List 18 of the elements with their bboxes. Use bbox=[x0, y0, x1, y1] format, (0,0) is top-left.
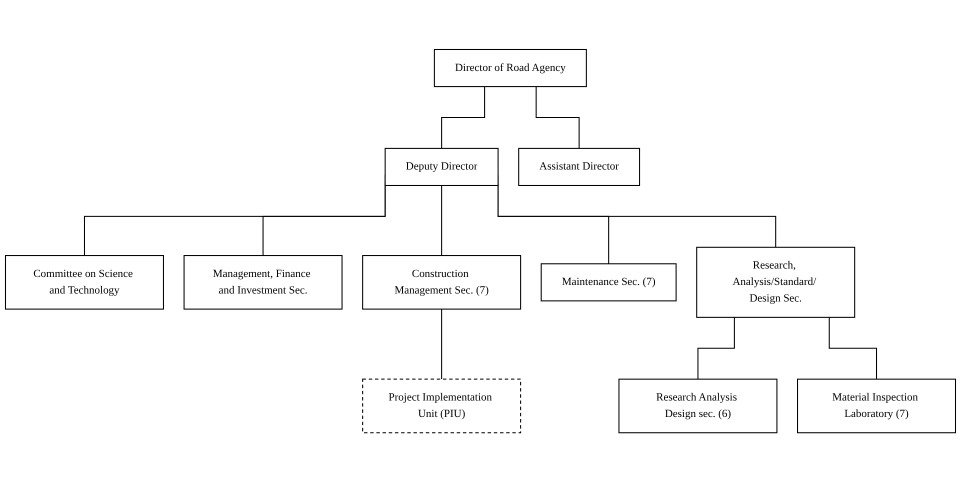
connector bbox=[441, 185, 442, 256]
node-box bbox=[797, 378, 956, 434]
node-box bbox=[696, 246, 856, 318]
org-chart: Director of Road Agency Deputy Director Assistant Director Committee on Science and Technology Management, Finance and Investment Sec. Construction Management Sec. (7) Maintenance Sec. (7) Research, Analysis/Standard/ Design Sec. Project Implementation Unit (PIU) Research Analysis Design sec. (6) Material Inspection Laboratory (7) bbox=[0, 44, 961, 438]
node-box bbox=[362, 254, 522, 310]
node-box bbox=[434, 48, 587, 87]
connector bbox=[441, 308, 442, 380]
node-box bbox=[618, 378, 778, 434]
connector bbox=[441, 86, 486, 149]
node-box bbox=[518, 148, 640, 186]
node-box bbox=[384, 148, 499, 186]
connector bbox=[536, 86, 580, 149]
node-box bbox=[4, 254, 164, 310]
node-box bbox=[184, 254, 343, 310]
node-box bbox=[362, 378, 522, 434]
connector bbox=[697, 317, 735, 380]
connector bbox=[828, 317, 878, 380]
node-box bbox=[540, 263, 677, 302]
